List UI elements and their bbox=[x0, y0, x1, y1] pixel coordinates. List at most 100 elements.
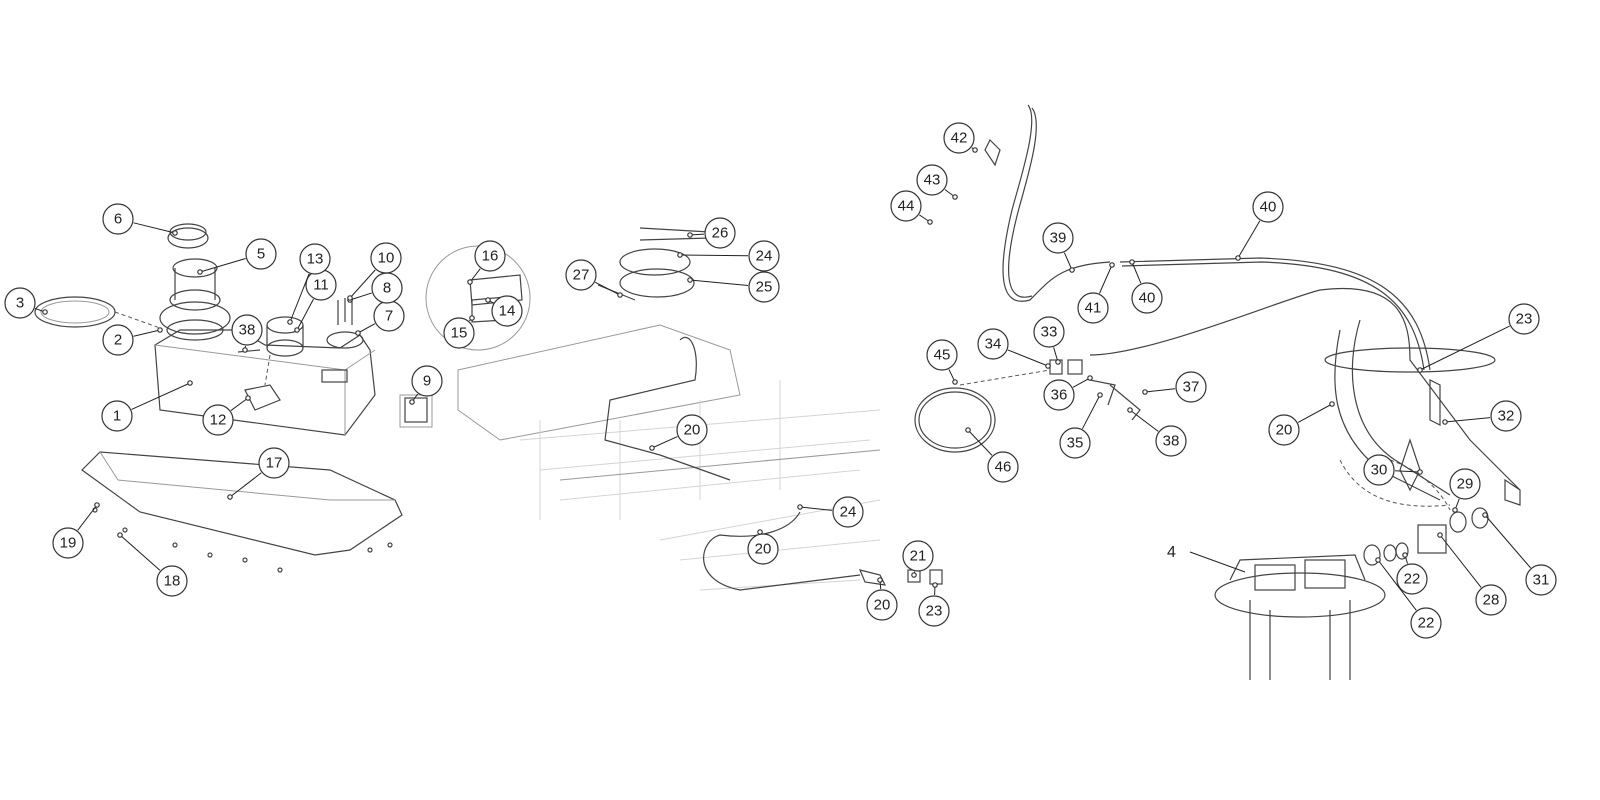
leader-dot bbox=[42, 309, 48, 315]
callout-circle bbox=[1042, 222, 1074, 254]
callout-circle bbox=[4, 287, 36, 319]
callout-1: 1 bbox=[101, 380, 193, 432]
callout-38: 38 bbox=[1127, 407, 1187, 457]
callout-number: 8 bbox=[383, 280, 391, 297]
callout-circle bbox=[1449, 468, 1481, 500]
leader-dot bbox=[409, 399, 415, 405]
leader-dot bbox=[197, 269, 203, 275]
leader-dot bbox=[965, 427, 971, 433]
callout-20: 20 bbox=[747, 529, 779, 565]
leader-dot bbox=[1142, 389, 1148, 395]
leader-dot bbox=[1417, 469, 1423, 475]
callout-circle bbox=[1059, 427, 1091, 459]
leader-dot bbox=[245, 395, 251, 401]
callout-circle bbox=[156, 565, 188, 597]
callout-circle bbox=[1490, 400, 1522, 432]
section-label: 4 bbox=[1167, 544, 1176, 561]
fuel-tank-group bbox=[34, 223, 433, 436]
filler-hose bbox=[1002, 104, 1111, 302]
callout-26: 26 bbox=[687, 217, 736, 249]
grommet-plate bbox=[1324, 347, 1496, 373]
leader-dot bbox=[972, 147, 978, 153]
fuel-lines-group bbox=[914, 104, 1521, 680]
access-cover bbox=[619, 248, 691, 276]
callout-number: 44 bbox=[898, 198, 915, 215]
callout-15: 15 bbox=[443, 315, 475, 349]
callout-29: 29 bbox=[1449, 468, 1481, 513]
callout-27: 27 bbox=[565, 259, 623, 298]
callout-number: 5 bbox=[257, 246, 265, 263]
callout-circle bbox=[866, 589, 898, 621]
callout-number: 33 bbox=[1041, 324, 1058, 341]
callout-34: 34 bbox=[977, 328, 1051, 369]
callout-20: 20 bbox=[866, 577, 898, 621]
leader-line bbox=[469, 268, 481, 283]
leader-dot bbox=[172, 230, 178, 236]
callout-39: 39 bbox=[1042, 222, 1075, 273]
callout-33: 33 bbox=[1033, 316, 1065, 365]
callout-37: 37 bbox=[1142, 371, 1207, 403]
callout-number: 31 bbox=[1533, 572, 1550, 589]
callout-number: 42 bbox=[951, 130, 968, 147]
leader-dot bbox=[467, 279, 473, 285]
callout-number: 2 bbox=[114, 332, 122, 349]
callout-circle bbox=[370, 242, 402, 274]
callout-20: 20 bbox=[1268, 401, 1335, 446]
callout-circle bbox=[1525, 564, 1557, 596]
leader-dot bbox=[242, 347, 248, 353]
leader-dot bbox=[1109, 262, 1115, 268]
callout-circle bbox=[977, 328, 1009, 360]
callout-number: 20 bbox=[755, 541, 772, 558]
leader-line bbox=[133, 222, 176, 234]
callout-number: 12 bbox=[210, 412, 227, 429]
callout-5: 5 bbox=[197, 238, 277, 275]
callout-number: 24 bbox=[840, 504, 857, 521]
leader-line bbox=[289, 273, 310, 323]
leader-line bbox=[1297, 403, 1333, 423]
callout-circle bbox=[1043, 379, 1075, 411]
leader-dot bbox=[617, 292, 623, 298]
callout-number: 29 bbox=[1457, 476, 1474, 493]
callout-number: 35 bbox=[1067, 435, 1084, 452]
leader-dot bbox=[287, 319, 293, 325]
leader-dot bbox=[649, 445, 655, 451]
leader-line bbox=[1007, 349, 1049, 367]
callout-43: 43 bbox=[916, 164, 958, 200]
leader-dot bbox=[1329, 401, 1335, 407]
leader-line bbox=[799, 506, 833, 511]
callout-number: 38 bbox=[239, 322, 256, 339]
callout-circle bbox=[918, 595, 950, 627]
callout-circle bbox=[299, 243, 331, 275]
callout-9: 9 bbox=[409, 365, 443, 405]
leader-dot bbox=[1437, 532, 1443, 538]
callout-number: 23 bbox=[1516, 311, 1533, 328]
callout-circle bbox=[916, 164, 948, 196]
leader-line bbox=[1081, 394, 1101, 430]
leader-line bbox=[230, 397, 249, 411]
callout-number: 15 bbox=[451, 325, 468, 342]
callout-circle bbox=[676, 414, 708, 446]
callout-number: 40 bbox=[1139, 290, 1156, 307]
leader-dot bbox=[227, 494, 233, 500]
callout-number: 3 bbox=[16, 295, 24, 312]
leader-dot bbox=[952, 194, 958, 200]
callout-number: 22 bbox=[1404, 571, 1421, 588]
callout-number: 25 bbox=[756, 279, 773, 296]
leader-line bbox=[967, 429, 993, 456]
callout-number: 27 bbox=[573, 267, 590, 284]
leader-line bbox=[1377, 559, 1417, 611]
leader-line bbox=[131, 382, 191, 410]
leader-dot bbox=[952, 379, 958, 385]
callout-circle bbox=[202, 404, 234, 436]
leader-dot bbox=[1452, 507, 1458, 513]
callout-circle bbox=[474, 240, 506, 272]
callout-17: 17 bbox=[227, 447, 290, 500]
callout-circle bbox=[747, 533, 779, 565]
callout-circle bbox=[987, 451, 1019, 483]
callout-45: 45 bbox=[926, 339, 958, 385]
callout-18: 18 bbox=[117, 532, 188, 597]
leader-line bbox=[651, 436, 678, 449]
leader-line bbox=[357, 323, 376, 334]
callout-number: 28 bbox=[1483, 592, 1500, 609]
callout-22: 22 bbox=[1396, 552, 1428, 595]
